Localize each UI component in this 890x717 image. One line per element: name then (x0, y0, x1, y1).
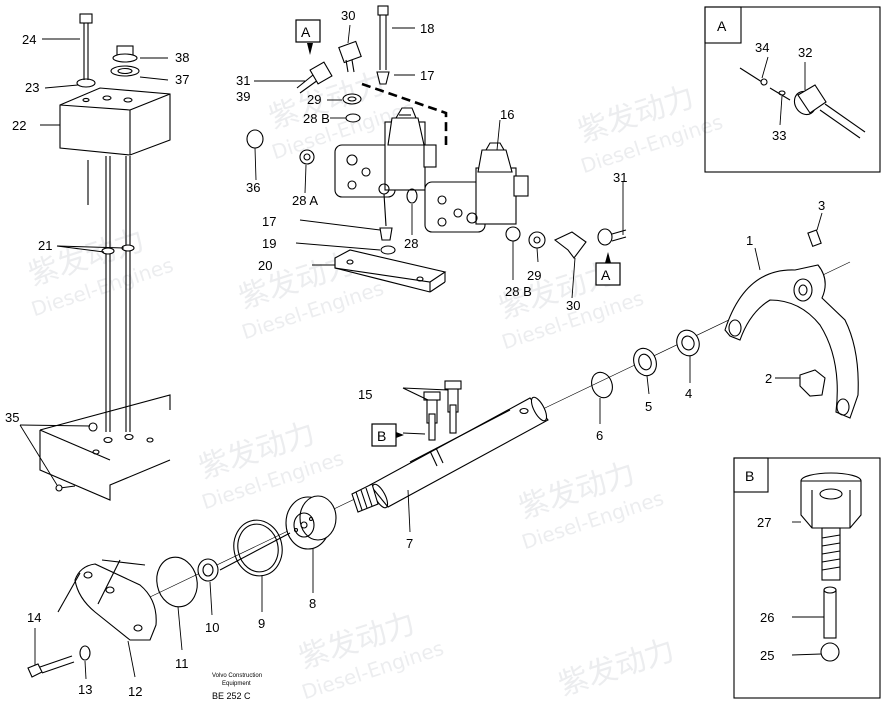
studs (402, 380, 462, 441)
callout-5: 5 (645, 399, 652, 414)
callout-37: 37 (175, 72, 189, 87)
shaft-rings (591, 329, 700, 399)
callout-26: 26 (760, 610, 774, 625)
drawing (19, 5, 881, 699)
callout-28b-bottom: 28 B (505, 284, 532, 299)
callout-28: 28 (404, 236, 418, 251)
leader-lines (19, 24, 824, 680)
detail-box-b (733, 457, 881, 699)
ref-label-a-bottom: A (601, 267, 611, 283)
callout-17-top: 17 (420, 68, 434, 83)
detail-box-b-title: B (745, 468, 754, 484)
callout-7: 7 (406, 536, 413, 551)
callout-15: 15 (358, 387, 372, 402)
callout-27: 27 (757, 515, 771, 530)
dashed-guide (361, 82, 448, 145)
callout-30-bottom: 30 (566, 298, 580, 313)
callout-38: 38 (175, 50, 189, 65)
callout-6: 6 (596, 428, 603, 443)
callout-3: 3 (818, 198, 825, 213)
callout-28a-left: 28 A (292, 193, 318, 208)
callout-20: 20 (258, 258, 272, 273)
callout-22: 22 (12, 118, 26, 133)
callout-8: 8 (309, 596, 316, 611)
callout-9: 9 (258, 616, 265, 631)
callout-33: 33 (772, 128, 786, 143)
reference-markers: A A B A B (295, 18, 754, 484)
drawing-code: BE 252 C (212, 691, 251, 701)
callout-35: 35 (5, 410, 19, 425)
callout-32: 32 (798, 45, 812, 60)
drawing-credit: Volvo Construction Equipment BE 252 C (212, 673, 262, 701)
callout-23: 23 (25, 80, 39, 95)
callout-30-top: 30 (341, 8, 355, 23)
callout-29-top: 29 (307, 92, 321, 107)
control-valves (246, 5, 627, 293)
credit-line-1: Volvo Construction (212, 673, 262, 679)
callout-25: 25 (760, 648, 774, 663)
callout-14: 14 (27, 610, 41, 625)
callout-12: 12 (128, 684, 142, 699)
ref-label-b-left: B (377, 428, 386, 444)
callout-1: 1 (746, 233, 753, 248)
callout-17-bottom: 17 (262, 214, 276, 229)
callout-24: 24 (22, 32, 36, 47)
callout-numbers: 24 23 22 38 37 21 35 30 18 17 31 39 29 2… (5, 8, 825, 699)
ref-label-a-top: A (301, 24, 311, 40)
callout-2: 2 (765, 371, 772, 386)
detail-box-a (704, 6, 881, 173)
callout-36: 36 (246, 180, 260, 195)
callout-13: 13 (78, 682, 92, 697)
piston-and-seals (156, 495, 337, 608)
callout-16: 16 (500, 107, 514, 122)
callout-28b-top: 28 B (303, 111, 330, 126)
callout-39: 39 (236, 89, 250, 104)
watermark-cn: 紫发动力 (554, 633, 679, 703)
callout-11: 11 (175, 656, 189, 671)
shift-fork (724, 229, 859, 419)
callout-19: 19 (262, 236, 276, 251)
callout-34: 34 (755, 40, 769, 55)
credit-line-2: Equipment (222, 681, 251, 687)
callout-21: 21 (38, 238, 52, 253)
callout-10: 10 (205, 620, 219, 635)
end-cover (27, 559, 157, 678)
callout-18: 18 (420, 21, 434, 36)
callout-29-bottom: 29 (527, 268, 541, 283)
callout-31-top: 31 (236, 73, 250, 88)
shaft (351, 396, 549, 513)
callout-4: 4 (685, 386, 692, 401)
detail-box-a-title: A (717, 18, 727, 34)
valve-block-assembly (39, 13, 171, 501)
callout-31-bottom: 31 (613, 170, 627, 185)
